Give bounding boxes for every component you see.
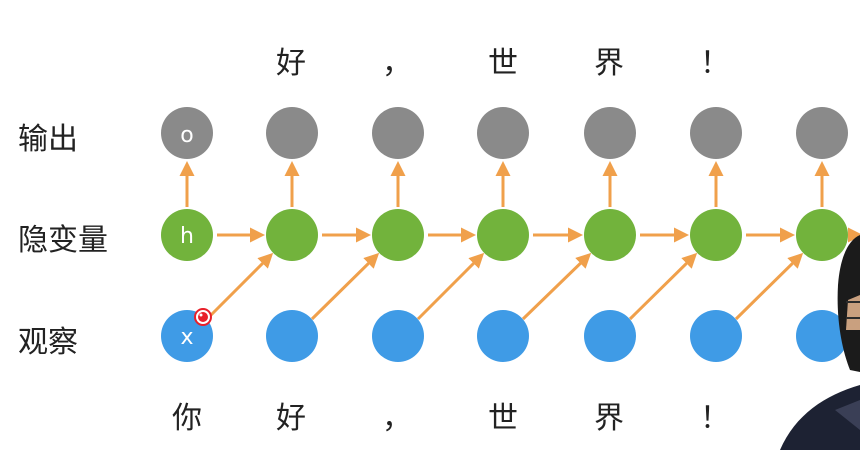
observation-to-hidden-arrow	[418, 255, 482, 319]
observation-node	[477, 310, 529, 362]
hidden-node	[266, 209, 318, 261]
input-token: 界	[594, 401, 624, 436]
row-label-hidden: 隐变量	[18, 223, 108, 258]
hidden-node-letter: h	[180, 224, 194, 249]
output-node-letter: o	[180, 123, 193, 148]
observation-to-hidden-arrow	[312, 255, 377, 319]
output-token: ，	[382, 46, 412, 81]
output-node	[690, 107, 742, 159]
observation-to-hidden-arrow	[207, 255, 271, 319]
output-token: 好	[276, 46, 306, 81]
input-token: 好	[276, 401, 306, 436]
output-token: 界	[594, 46, 624, 81]
observation-node	[372, 310, 424, 362]
input-token: ！	[700, 401, 730, 436]
output-node	[266, 107, 318, 159]
observation-to-hidden-arrow	[736, 255, 801, 319]
cursor-dot-icon	[195, 309, 211, 325]
output-token: 世	[488, 46, 518, 81]
hidden-node	[477, 209, 529, 261]
observation-node	[690, 310, 742, 362]
row-label-output: 输出	[18, 122, 78, 157]
observation-to-hidden-arrow	[523, 255, 589, 319]
output-node	[796, 107, 848, 159]
hidden-node	[372, 209, 424, 261]
output-token: ！	[700, 46, 730, 81]
hidden-node	[796, 209, 848, 261]
output-node	[477, 107, 529, 159]
observation-node-letter: x	[180, 325, 193, 350]
hidden-node	[584, 209, 636, 261]
output-node	[584, 107, 636, 159]
output-node	[372, 107, 424, 159]
observation-node	[584, 310, 636, 362]
node-layer	[161, 107, 848, 362]
hidden-node	[690, 209, 742, 261]
input-token: ，	[382, 401, 412, 436]
input-token: 世	[488, 401, 518, 436]
row-label-observation: 观察	[18, 325, 78, 360]
observation-to-hidden-arrow	[630, 255, 695, 319]
observation-node	[266, 310, 318, 362]
input-token: 你	[172, 401, 202, 436]
